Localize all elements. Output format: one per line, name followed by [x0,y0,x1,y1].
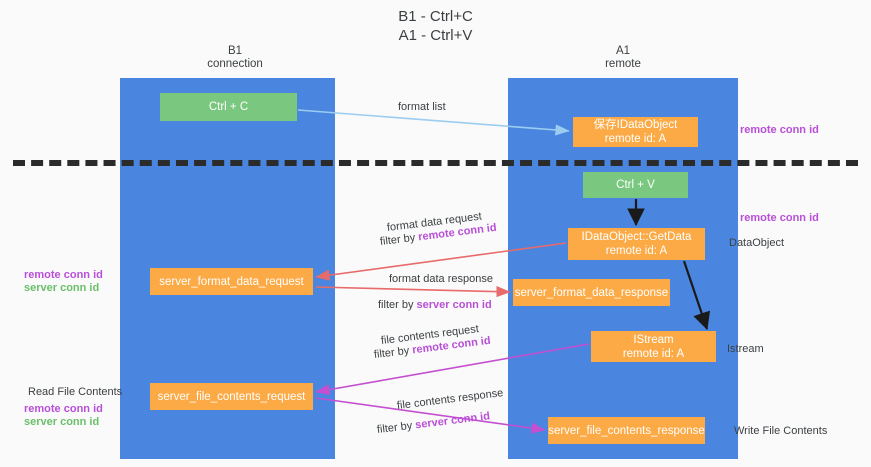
annotation-left-server-conn-id-mid: server conn id [24,282,100,294]
filter-key-server-conn-id: server conn id [416,299,492,311]
annotation-right-dataobject: DataObject [729,237,785,249]
annotation-right-remote-conn-id-top: remote conn id [740,124,819,136]
box-ctrl-v[interactable]: Ctrl + V [583,172,688,198]
box-server-file-contents-request[interactable]: server_file_contents_request [150,383,313,410]
box-istream[interactable]: IStream remote id: A [591,331,716,362]
annotation-right-istream: Istream [727,343,764,355]
box-ctrl-c[interactable]: Ctrl + C [160,93,297,121]
filter-prefix: filter by [378,299,417,311]
filter-prefix: filter by [373,344,413,362]
box-server-format-data-response[interactable]: server_format_data_response [513,279,670,306]
annotation-left-remote-conn-id-bottom: remote conn id [24,403,103,415]
edge-label-format-data-response-filter: filter by server conn id [378,298,492,313]
filter-key-server-conn-id: server conn id [414,410,491,432]
edge-label-format-data-response: format data response [389,273,493,285]
annotation-right-remote-conn-id-mid: remote conn id [740,212,819,224]
column-header-a1: A1 remote [605,45,641,70]
filter-prefix: filter by [379,231,419,249]
process-boundary-divider [13,160,858,166]
box-idataobject-getdata[interactable]: IDataObject::GetData remote id: A [568,228,705,260]
filter-prefix: filter by [376,419,416,437]
diagram-title: B1 - Ctrl+C A1 - Ctrl+V [398,8,473,44]
edge-label-file-contents-response-filter: filter by server conn id [376,409,491,438]
annotation-left-read-file-contents: Read File Contents [28,386,123,398]
annotation-left-server-conn-id-bottom: server conn id [24,416,100,428]
column-header-b1: B1 connection [207,45,263,70]
edge-label-format-list: format list [398,101,446,113]
annotation-left-remote-conn-id-mid: remote conn id [24,269,103,281]
box-server-file-contents-response[interactable]: server_file_contents_response [548,417,705,444]
box-idataobject[interactable]: 保存IDataObject remote id: A [573,117,698,147]
annotation-right-write-file-contents: Write File Contents [734,425,828,437]
box-server-format-data-request[interactable]: server_format_data_request [150,268,313,295]
arrow-format-data-response [315,286,511,298]
